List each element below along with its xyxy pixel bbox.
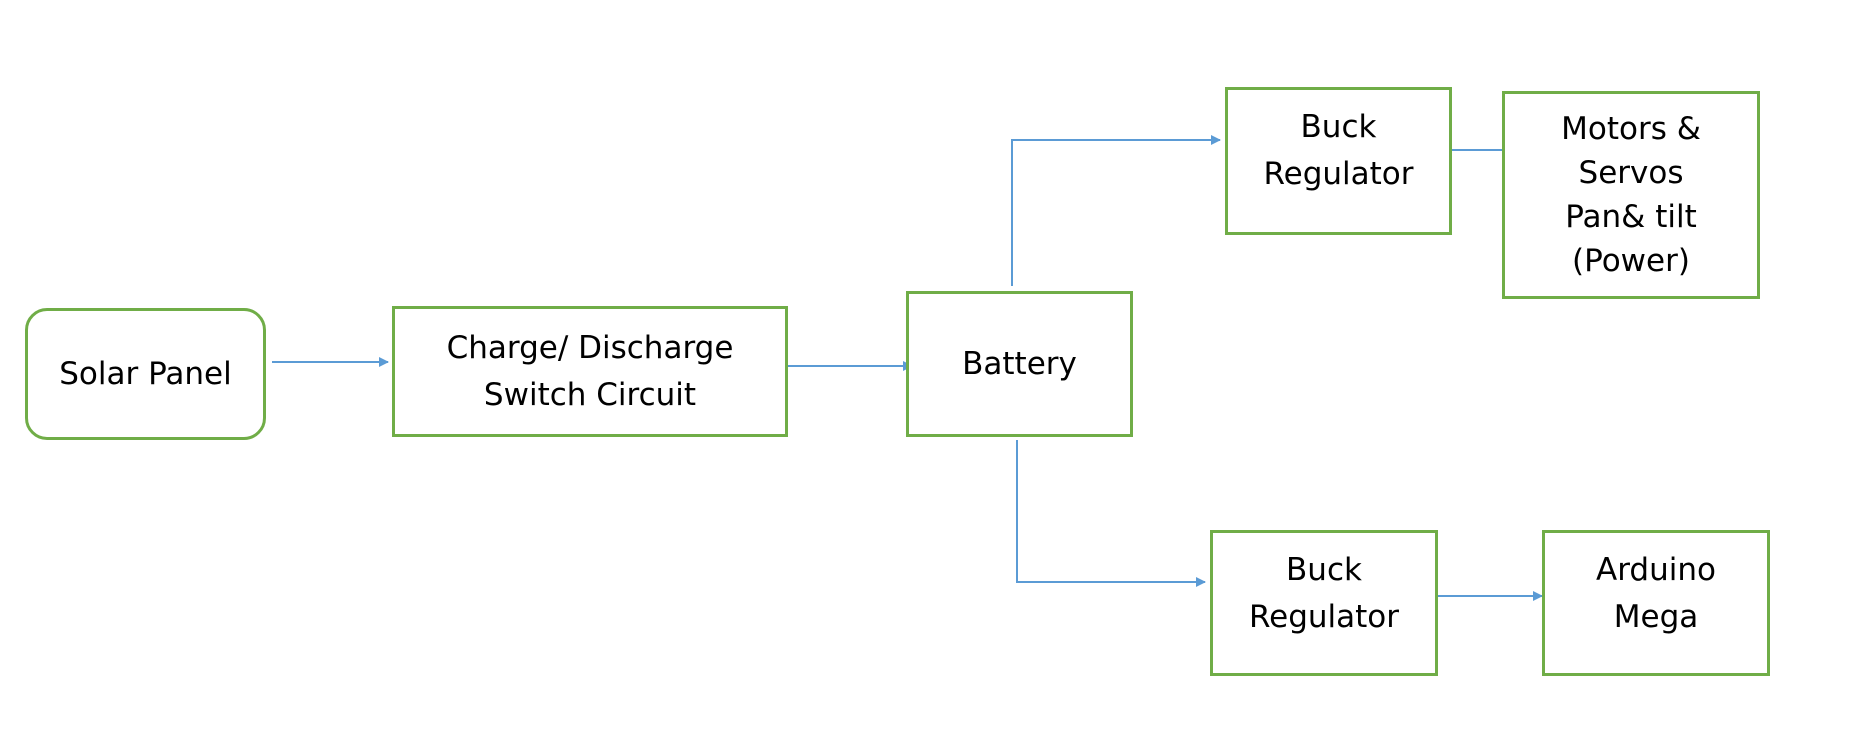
motors-label-line2: Servos [1578,155,1684,191]
battery-node: Battery [906,291,1133,437]
arduino-label-line2: Mega [1613,599,1699,635]
buck-top-label-line2: Regulator [1263,156,1414,192]
arduino-label-line1: Arduino [1596,552,1716,588]
motors-label-line3: Pan& tilt [1565,199,1697,235]
charge-switch-node: Charge/ Discharge Switch Circuit [392,306,788,437]
charge-switch-label-line1: Charge/ Discharge [446,329,734,366]
buck-regulator-bottom-node: Buck Regulator [1210,530,1438,676]
motors-servos-node: Motors & Servos Pan& tilt (Power) [1502,91,1760,299]
charge-switch-label-line2: Switch Circuit [483,376,697,413]
buck-bottom-label-line1: Buck [1286,552,1362,588]
edge-battery-to-buck-top [1011,135,1221,286]
solar-panel-label: Solar Panel [59,355,232,392]
solar-panel-node: Solar Panel [25,308,266,440]
arduino-mega-node: Arduino Mega [1542,530,1770,676]
battery-label: Battery [962,345,1077,382]
buck-top-label-line1: Buck [1300,109,1377,145]
edge-battery-to-buck-bottom [1016,440,1206,587]
buck-bottom-label-line2: Regulator [1248,599,1400,635]
buck-regulator-top-node: Buck Regulator [1225,87,1452,235]
motors-label-line4: (Power) [1572,243,1690,279]
motors-label-line1: Motors & [1561,111,1701,147]
